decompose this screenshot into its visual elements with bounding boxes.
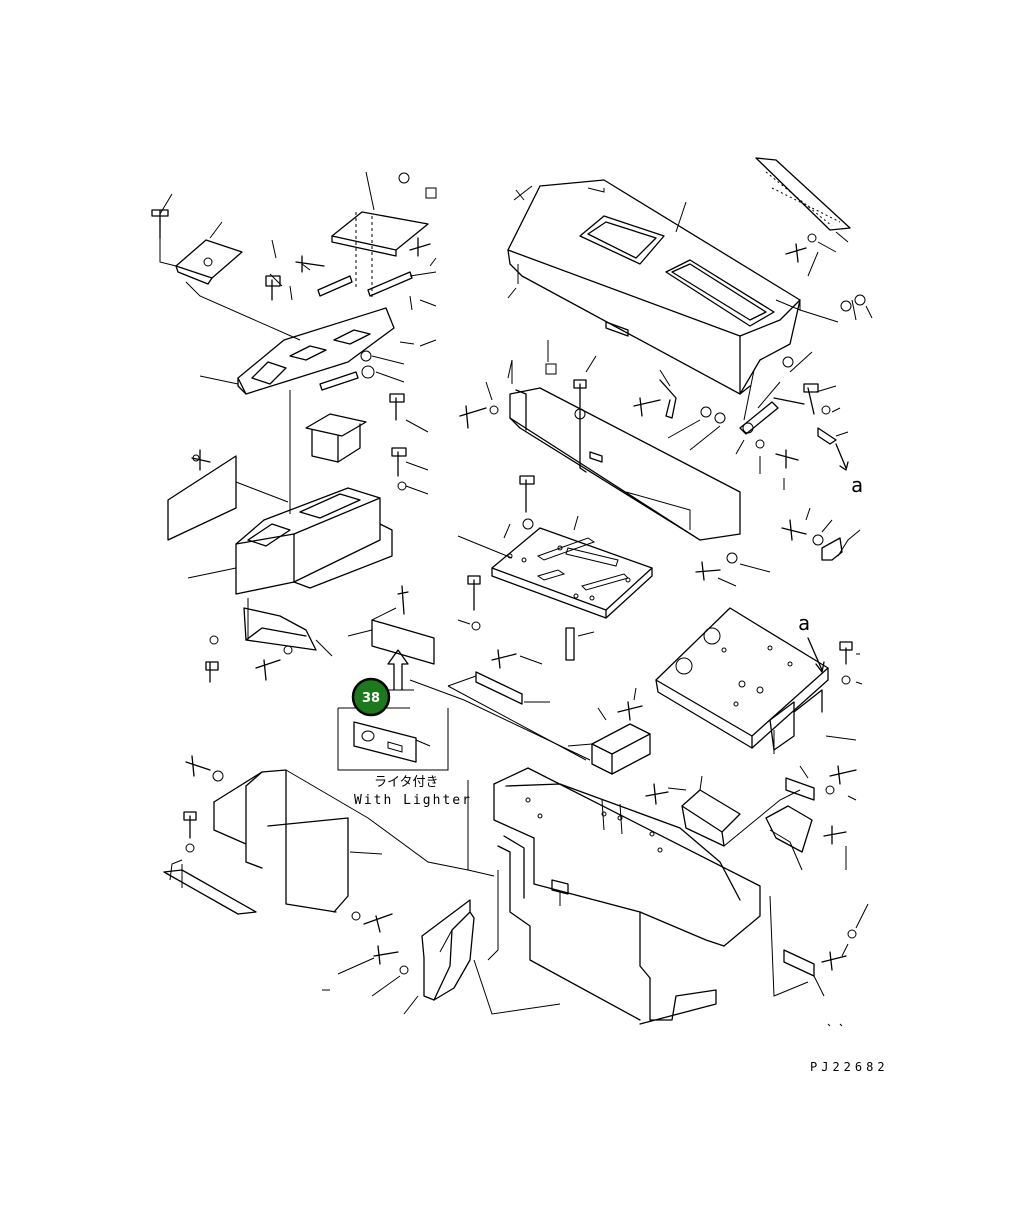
lighter-note-jp: ライタ付き — [374, 775, 438, 790]
strap-bracket — [447, 649, 587, 761]
console-tray — [305, 413, 367, 463]
lower-left-bracket — [205, 598, 333, 683]
drawing-code: PJ22682 — [810, 1060, 889, 1074]
lighter-bracket — [347, 585, 435, 665]
lower-left-duct — [163, 755, 469, 997]
right-lower-bolts — [695, 507, 861, 587]
door-lock-plate — [755, 157, 873, 321]
lighter-note-en: With Lighter — [354, 793, 472, 808]
lower-duct — [403, 899, 561, 1015]
center-bolts — [459, 340, 726, 451]
letter-marker-right: a — [851, 473, 863, 497]
left-side-panel — [167, 449, 289, 541]
seat-mount-plate — [457, 475, 653, 661]
callout-38-label: 38 — [362, 691, 380, 706]
lighter-inset-box — [337, 707, 449, 771]
top-left-bracket — [151, 209, 301, 341]
letter-marker-plate: a — [798, 611, 810, 635]
right-lower-brackets — [645, 765, 857, 997]
left-leader-lines — [159, 171, 437, 495]
right-floor-plate — [655, 607, 863, 754]
callout-38[interactable]: 38 — [351, 677, 391, 717]
control-box — [567, 687, 651, 775]
right-side-panel — [509, 360, 741, 541]
main-frame — [467, 767, 761, 1025]
top-right-cover — [507, 179, 839, 395]
top-center-plate — [317, 172, 437, 391]
console-top-frame — [199, 307, 395, 395]
bottom-right-bracket — [783, 903, 869, 1027]
console-box — [187, 390, 393, 595]
right-linkage — [735, 351, 849, 490]
